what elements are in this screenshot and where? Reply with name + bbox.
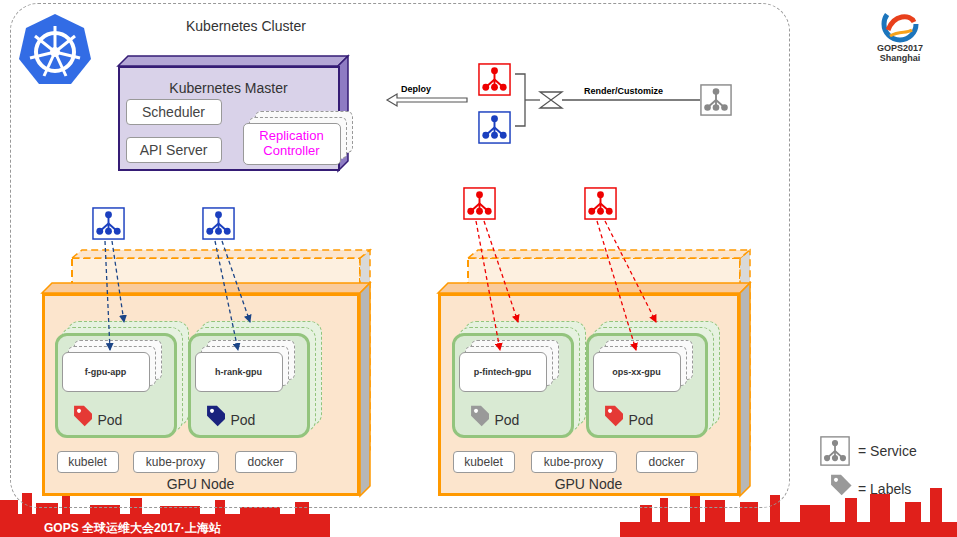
agent-box: kubelet — [453, 451, 515, 473]
legend-service-icon — [821, 437, 849, 465]
node-text: docker — [247, 455, 283, 469]
agent-box: kubelet — [57, 451, 119, 473]
gpu-node-back-left — [42, 250, 370, 496]
node-text: f-gpu-app — [85, 367, 126, 377]
node-text: Pod — [231, 412, 256, 428]
label-tag-icon — [66, 403, 92, 429]
deploy-arrow — [387, 94, 467, 106]
service-icon — [479, 112, 510, 143]
node-text: docker — [648, 455, 684, 469]
node-text: Pod — [98, 412, 123, 428]
node-text: Pod — [629, 412, 654, 428]
node-text: Scheduler — [142, 104, 205, 120]
master-top-face — [118, 56, 348, 66]
service-icon — [93, 208, 124, 239]
node-text: GPU Node — [45, 476, 357, 492]
service-icon — [479, 64, 510, 95]
text-label: GOPS2017 Shanghai — [868, 43, 932, 64]
pod-box: Pod p-fintech-gpu — [452, 333, 574, 438]
app-box: h-rank-gpu — [195, 352, 283, 392]
node-text: Replication Controller — [244, 129, 340, 159]
agent-box: docker — [235, 451, 297, 473]
service-icon — [585, 188, 616, 219]
agent-box: kube-proxy — [531, 451, 617, 473]
app-box: f-gpu-app — [62, 352, 150, 392]
node-text: kubelet — [68, 455, 107, 469]
controller-box: Replication Controller — [243, 123, 341, 165]
service-selector-lines — [105, 221, 656, 350]
node-text: GPU Node — [441, 476, 737, 492]
service-icon — [464, 188, 495, 219]
gpu-node-back-right — [438, 250, 750, 496]
pod-box: Pod ops-xx-gpu — [586, 333, 708, 438]
service-icon — [701, 85, 731, 115]
render-bracket — [515, 74, 700, 126]
node-text: API Server — [140, 142, 208, 158]
master-box: Kubernetes MasterSchedulerAPI Server Repl… — [118, 66, 340, 171]
service-icon — [203, 208, 234, 239]
label-tag-icon — [597, 403, 623, 429]
gops-logo — [884, 8, 916, 40]
node-text: kubelet — [464, 455, 503, 469]
legend-text: = Labels — [858, 481, 911, 497]
node-text: h-rank-gpu — [215, 367, 262, 377]
node-text: Kubernetes Cluster — [186, 18, 306, 34]
app-box: ops-xx-gpu — [593, 352, 681, 392]
legend-label-icon — [826, 470, 851, 495]
agent-box: kube-proxy — [133, 451, 219, 473]
node-text: p-fintech-gpu — [474, 367, 532, 377]
node-text: Kubernetes Master — [120, 80, 338, 96]
node-text: kube-proxy — [544, 455, 603, 469]
gpu-node-box: GPU Node Pod p-fintech-gpuPod ops-xx-gpu kub… — [438, 293, 740, 496]
gpu-node-box: GPU Node Pod f-gpu-appPod h-rank-gpu kubelet… — [42, 293, 360, 496]
app-box: p-fintech-gpu — [459, 352, 547, 392]
node-text: ops-xx-gpu — [612, 367, 661, 377]
pod-box: Pod f-gpu-app — [55, 333, 177, 438]
cluster-region: Kubernetes ClusterKubernetes MasterSched… — [10, 3, 790, 508]
component-box: API Server — [126, 137, 222, 163]
agent-box: docker — [636, 451, 698, 473]
component-box: Scheduler — [126, 99, 222, 125]
text-label: GOPS 全球运维大会2017·上海站 — [44, 520, 221, 537]
kubernetes-logo — [19, 14, 91, 84]
node-text: kube-proxy — [146, 455, 205, 469]
text-label: Render/Customize — [584, 86, 663, 96]
label-tag-icon — [463, 403, 489, 429]
node-text: Pod — [495, 412, 520, 428]
pod-box: Pod h-rank-gpu — [188, 333, 310, 438]
text-label: Deploy — [401, 84, 431, 94]
label-tag-icon — [199, 403, 225, 429]
legend-text: = Service — [858, 443, 917, 459]
